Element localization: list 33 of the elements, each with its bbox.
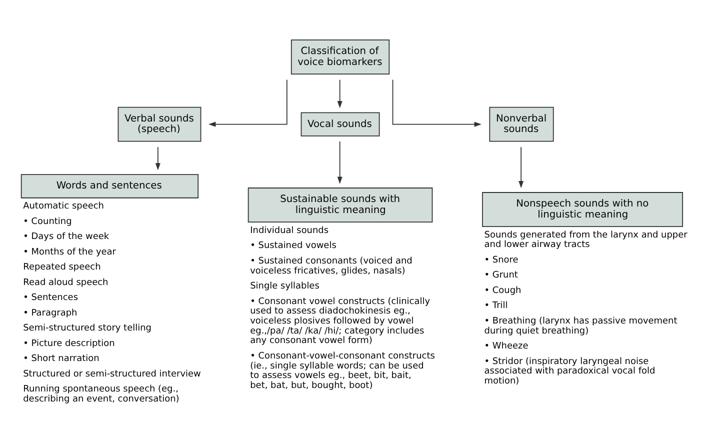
node-label: Sounds generated from the larynx and upper and lower airway tracts — [484, 230, 688, 250]
node-label: • Months of the year — [23, 246, 116, 257]
arrow — [337, 140, 342, 184]
node-label: • Cough — [484, 285, 522, 296]
node-label: • Stridor (inspiratory laryngeal noise associated with paradoxical vocal fold motion) — [484, 356, 656, 386]
node-label: Automatic speech — [23, 201, 104, 212]
node-label: • Consonant vowel constructs (clinically used to assess diadochokinesis eg., voiceless plosives followed by vowel eg.,/pa/ /ta/ /ka/ /hi/; category includes any consonant vowel form) — [250, 296, 430, 346]
node-label: • Days of the week — [23, 232, 110, 242]
node-label: Read aloud speech — [23, 277, 108, 288]
arrow — [155, 146, 160, 170]
node-label: • Short narration — [23, 354, 100, 364]
arrow — [392, 78, 482, 126]
node-label: • Wheeze — [484, 341, 528, 352]
node-label: Running spontaneous speech (eg., describing an event, conversation) — [23, 384, 180, 404]
arrow — [518, 146, 524, 188]
node-label: • Sustained vowels — [250, 240, 336, 251]
arrow — [208, 78, 288, 126]
node-label: • Consonant-vowel-consonant constructs (ie., single syllable words; can be used to assess vowels eg., beet, bit, bait, bet, bat, but, bought, boot) — [250, 350, 435, 391]
node-label: Single syllables — [250, 280, 320, 291]
node-label: • Paragraph — [23, 308, 78, 318]
node-label: • Trill — [484, 300, 508, 311]
node-label: • Counting — [23, 216, 72, 226]
node-label: • Sentences — [23, 292, 78, 303]
node-label: • Breathing (larynx has passive movement during quiet breathing) — [484, 316, 678, 336]
node-label: • Snore — [484, 254, 518, 265]
node-label: Structured or semi-structured interview — [23, 368, 201, 379]
node-label: Semi-structured story telling — [23, 323, 152, 334]
node-label: • Grunt — [484, 270, 518, 280]
arrow — [337, 78, 342, 108]
node-label: Individual sounds — [250, 225, 329, 236]
node-label: • Picture description — [23, 338, 115, 348]
node-label: Repeated speech — [23, 262, 101, 272]
node-label: • Sustained consonants (voiced and voiceless fricatives, glides, nasals) — [250, 256, 412, 276]
